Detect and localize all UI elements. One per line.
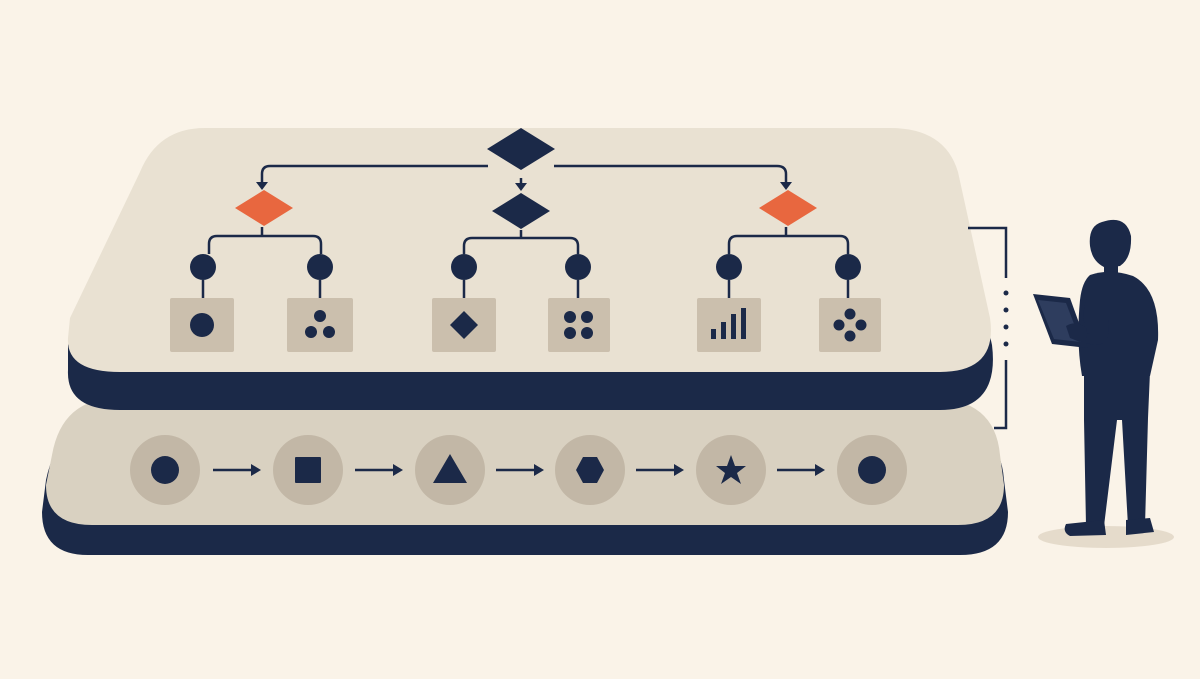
sequence-step [555,435,625,505]
sequence-step [696,435,766,505]
arrow-right-icon [213,464,261,476]
bracket-dots [1003,290,1009,347]
bar-chart-icon [711,308,746,339]
person-silhouette [1058,219,1159,536]
leaf-tile [287,298,353,352]
leaf-tile [819,298,881,352]
right-decision-diamond [759,190,817,226]
layer-bracket [968,226,1008,430]
leaf-tile [697,298,761,352]
sequence-step [837,435,907,505]
leaf-tiles [170,298,881,352]
root-decision-diamond [487,128,555,170]
star-icon [716,455,746,484]
left-child-node-2 [307,254,333,280]
leaf-tile [170,298,234,352]
center-child-node-1 [451,254,477,280]
center-decision-diamond [492,193,550,229]
arrowhead-icon [780,182,792,190]
three-dots-icon [305,310,335,338]
four-dots-icon [564,311,593,339]
sequence-step [273,435,343,505]
root-to-right-connector [554,164,788,184]
leaf-stems [201,280,850,298]
root-to-left-connector [260,164,488,184]
right-child-node-2 [835,254,861,280]
triangle-icon [433,454,467,483]
leaf-tile [548,298,610,352]
process-sequence [130,435,907,505]
center-branch-connector [462,230,580,254]
sequence-step [415,435,485,505]
arrow-right-icon [496,464,544,476]
hierarchy-connectors [201,164,850,298]
right-branch-connector [727,227,850,254]
hexagon-icon [576,457,604,483]
leaf-tile [432,298,496,352]
person-shadow [1038,526,1174,548]
circle-icon [190,313,214,337]
person-figure [1033,219,1174,548]
circle-icon [151,456,179,484]
circle-icon [858,456,886,484]
hierarchy-nodes [190,128,861,280]
arrow-right-icon [636,464,684,476]
sequence-step [130,435,200,505]
left-branch-connector [207,227,323,254]
diamond-icon [450,311,478,339]
sequence-arrows [213,464,825,476]
hierarchy-arrowheads [256,182,792,191]
right-child-node-1 [716,254,742,280]
arrowhead-icon [256,182,268,190]
center-child-node-2 [565,254,591,280]
arrowhead-icon [515,183,527,191]
square-icon [295,457,321,483]
arrow-right-icon [777,464,825,476]
person-hand [1066,323,1088,342]
arrow-right-icon [355,464,403,476]
left-child-node-1 [190,254,216,280]
cross-dots-icon [833,308,867,342]
left-decision-diamond [235,190,293,226]
